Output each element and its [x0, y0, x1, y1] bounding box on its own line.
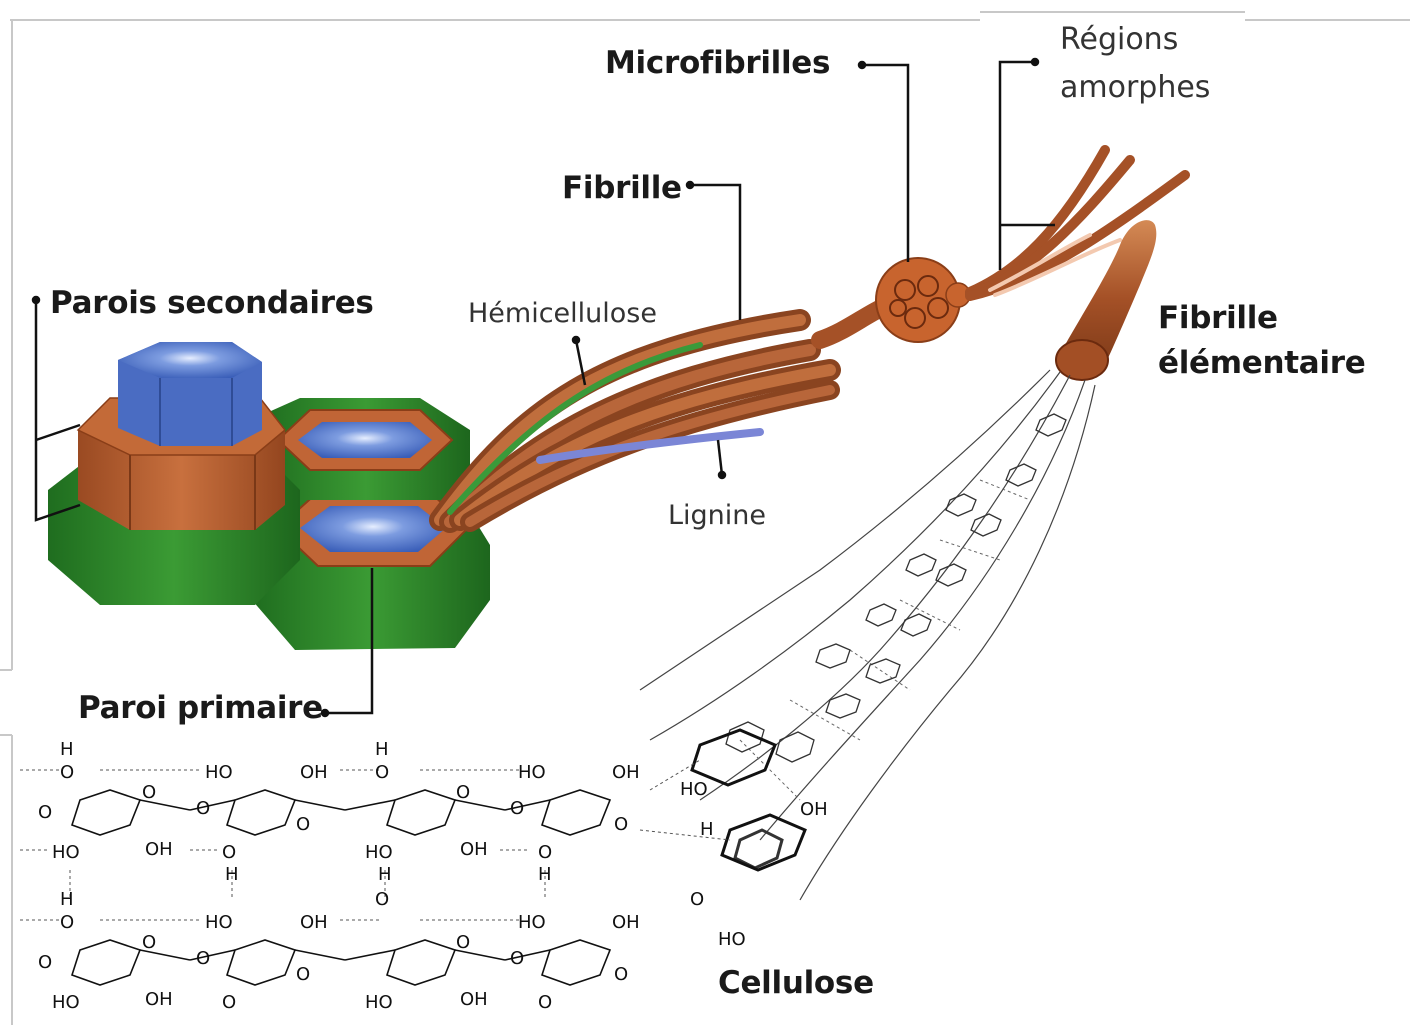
- atom-h: H: [378, 864, 392, 885]
- secondary-wall-cell-left: [48, 342, 300, 605]
- atom-o: O: [614, 814, 628, 835]
- label-fibrille: Fibrille: [562, 170, 682, 206]
- label-amorphes: amorphes: [1060, 70, 1210, 105]
- atom-ho: HO: [205, 912, 233, 933]
- atom-o: O: [538, 842, 552, 863]
- atom-o: O: [510, 798, 524, 819]
- cellulose-molecule: [72, 730, 805, 985]
- atom-oh: OH: [612, 762, 640, 783]
- chem-atoms: H O HO OH H O HO OH O O O O O O O HO OH …: [38, 739, 828, 1013]
- atom-o: O: [690, 889, 704, 910]
- label-hemicellulose: Hémicellulose: [468, 298, 657, 329]
- atom-o: O: [296, 964, 310, 985]
- atom-ho: HO: [518, 762, 546, 783]
- label-lignine: Lignine: [668, 500, 766, 531]
- atom-oh: OH: [145, 989, 173, 1010]
- atom-h: H: [375, 739, 389, 760]
- atom-o: O: [222, 842, 236, 863]
- atom-oh: OH: [145, 839, 173, 860]
- atom-oh: OH: [300, 762, 328, 783]
- atom-oh: OH: [460, 989, 488, 1010]
- atom-o: O: [222, 992, 236, 1013]
- atom-oh: OH: [800, 799, 828, 820]
- label-parois-secondaires: Parois secondaires: [50, 285, 374, 321]
- atom-ho: HO: [205, 762, 233, 783]
- chain-crosslinks: [740, 480, 1030, 800]
- label-cellulose: Cellulose: [718, 965, 874, 1001]
- atom-o: O: [196, 798, 210, 819]
- atom-h: H: [700, 819, 714, 840]
- atom-o: O: [510, 948, 524, 969]
- microfibril-cross-section: [876, 258, 970, 342]
- atom-h: H: [538, 864, 552, 885]
- atom-ho: HO: [52, 992, 80, 1013]
- atom-ho: HO: [365, 842, 393, 863]
- atom-ho: HO: [680, 779, 708, 800]
- label-regions: Régions: [1060, 22, 1178, 57]
- atom-ho: HO: [52, 842, 80, 863]
- label-fibrille-elementaire-1: Fibrille: [1158, 300, 1278, 336]
- lattice-rings: [726, 414, 1066, 868]
- label-paroi-primaire: Paroi primaire: [78, 690, 323, 726]
- atom-o: O: [38, 952, 52, 973]
- atom-o: O: [296, 814, 310, 835]
- atom-o: O: [375, 762, 389, 783]
- atom-ho: HO: [518, 912, 546, 933]
- atom-o: O: [142, 932, 156, 953]
- atom-oh: OH: [300, 912, 328, 933]
- atom-ho: HO: [365, 992, 393, 1013]
- atom-o: O: [614, 964, 628, 985]
- fibres: [440, 300, 900, 522]
- atom-o: O: [538, 992, 552, 1013]
- cell-wall-illustration: [48, 342, 490, 650]
- atom-oh: OH: [612, 912, 640, 933]
- atom-o: O: [38, 802, 52, 823]
- atom-o: O: [456, 932, 470, 953]
- label-microfibrilles: Microfibrilles: [605, 45, 830, 81]
- atom-o: O: [456, 782, 470, 803]
- atom-o: O: [60, 762, 74, 783]
- atom-ho: HO: [718, 929, 746, 950]
- atom-o: O: [60, 912, 74, 933]
- atom-o: O: [196, 948, 210, 969]
- atom-o: O: [142, 782, 156, 803]
- atom-h: H: [225, 864, 239, 885]
- atom-h: H: [60, 889, 74, 910]
- atom-o: O: [375, 889, 389, 910]
- atom-oh: OH: [460, 839, 488, 860]
- label-fibrille-elementaire-2: élémentaire: [1158, 345, 1365, 381]
- atom-h: H: [60, 739, 74, 760]
